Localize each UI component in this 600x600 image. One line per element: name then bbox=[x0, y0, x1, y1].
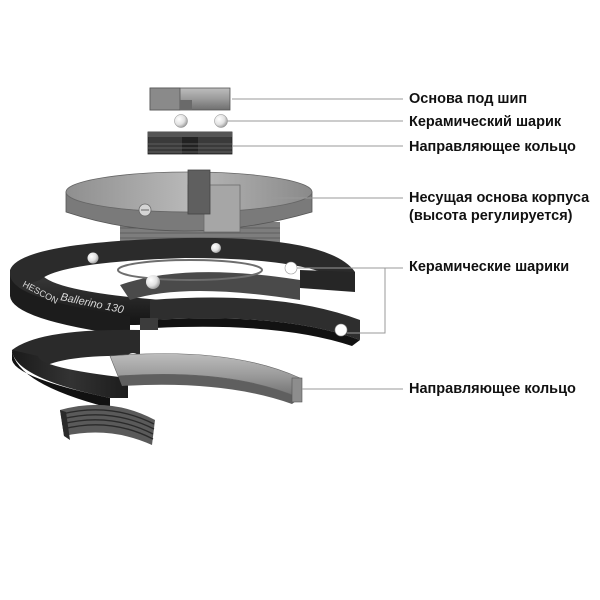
label-housing-base: Несущая основа корпуса bbox=[409, 190, 590, 206]
bottom-threaded-part bbox=[60, 404, 155, 445]
leader-ceramic-balls bbox=[297, 267, 386, 334]
label-ceramic-ball: Керамический шарик bbox=[409, 114, 562, 130]
outer-dark-ring-part: HESCON Ballerino 130 bbox=[10, 237, 355, 336]
middle-dark-ring-part bbox=[140, 297, 360, 346]
guide-ring-bottom-part bbox=[109, 353, 303, 404]
spike-base-part bbox=[149, 87, 231, 111]
leader-lines bbox=[227, 98, 403, 390]
housing-base-part bbox=[65, 169, 313, 248]
label-ceramic-balls: Керамические шарики bbox=[409, 259, 570, 275]
label-guide-ring-top: Направляющее кольцо bbox=[409, 139, 576, 155]
label-spike-base: Основа под шип bbox=[409, 91, 528, 107]
ceramic-ball-single bbox=[174, 114, 228, 128]
label-housing-base-note: (высота регулируется) bbox=[409, 208, 573, 224]
label-guide-ring-bottom: Направляющее кольцо bbox=[409, 381, 576, 397]
guide-ring-top-part bbox=[147, 131, 233, 155]
